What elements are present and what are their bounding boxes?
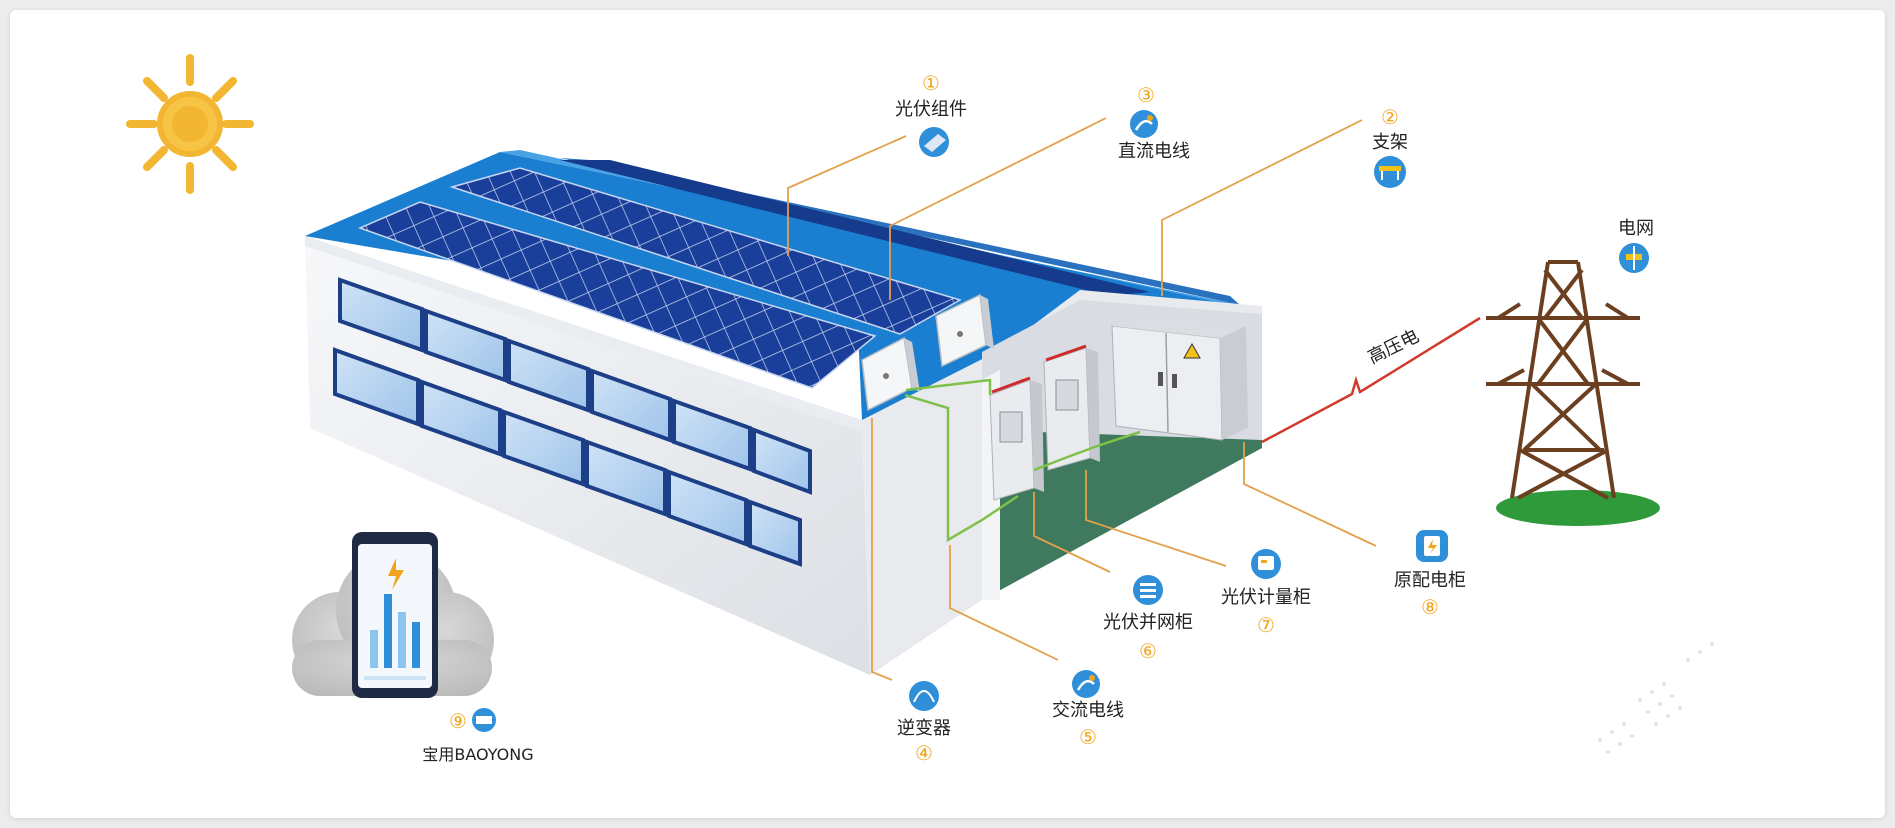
label-high-voltage: 高压电 xyxy=(1365,326,1423,369)
number-badge-grid-cabinet: ⑥ xyxy=(1139,639,1157,663)
label-metering-cabinet: 光伏计量柜 xyxy=(1221,587,1311,608)
grid-icon xyxy=(1619,243,1649,273)
monitoring-icon xyxy=(472,708,496,732)
grid-connection-cabinet xyxy=(989,376,1044,501)
number-badge-ac-cable: ⑤ xyxy=(1079,725,1097,749)
solar-panel-array-front xyxy=(357,201,877,389)
label-grid-cabinet: 光伏并网柜 xyxy=(1103,612,1193,633)
label-grid: 电网 xyxy=(1618,218,1654,239)
high-voltage-line xyxy=(1261,316,1481,444)
dc-cable-icon xyxy=(1130,110,1158,138)
grid-cabinet-icon xyxy=(1133,575,1163,605)
phone-monitoring-app xyxy=(352,532,438,698)
number-badge-pv-modules: ① xyxy=(922,71,940,95)
distribution-cabinet xyxy=(1111,316,1248,441)
solar-panel-array-back xyxy=(449,167,962,335)
label-dc-cable: 直流电线 xyxy=(1118,141,1190,162)
solar-panel-array-rear xyxy=(560,160,1150,296)
inverter-icon xyxy=(909,681,939,711)
ac-wiring xyxy=(904,378,1141,543)
number-badge-distribution-cabinet: ⑧ xyxy=(1421,595,1439,619)
label-inverter: 逆变器 xyxy=(897,718,951,739)
label-pv-modules: 光伏组件 xyxy=(895,99,967,120)
label-brand: 宝用BAOYONG xyxy=(422,745,533,764)
pv-metering-cabinet xyxy=(1043,344,1100,471)
transmission-tower xyxy=(1486,260,1660,526)
windows-row-upper xyxy=(338,277,812,495)
dot-pattern-decoration xyxy=(1598,642,1714,754)
pv-modules-icon xyxy=(919,127,949,157)
windows-row-lower xyxy=(333,347,802,567)
callout-lines xyxy=(787,117,1377,681)
inverter-unit-1 xyxy=(861,336,920,412)
ac-cable-icon xyxy=(1072,670,1100,698)
number-badge-inverter: ④ xyxy=(915,741,933,765)
number-badge-metering-cabinet: ⑦ xyxy=(1257,613,1275,637)
inverter-unit-2 xyxy=(935,293,994,368)
label-ac-cable: 交流电线 xyxy=(1052,700,1124,721)
number-badge-bracket: ② xyxy=(1381,105,1399,129)
label-distribution-cabinet: 原配电柜 xyxy=(1394,570,1466,591)
number-badge-brand: ⑨ xyxy=(449,709,467,733)
interior-floor xyxy=(982,430,1262,600)
metering-cabinet-icon xyxy=(1251,549,1281,579)
sun-icon xyxy=(126,54,254,194)
bracket-icon xyxy=(1374,156,1406,188)
distribution-cabinet-icon xyxy=(1416,530,1448,562)
label-bracket: 支架 xyxy=(1372,132,1408,153)
number-badge-dc-cable: ③ xyxy=(1137,83,1155,107)
